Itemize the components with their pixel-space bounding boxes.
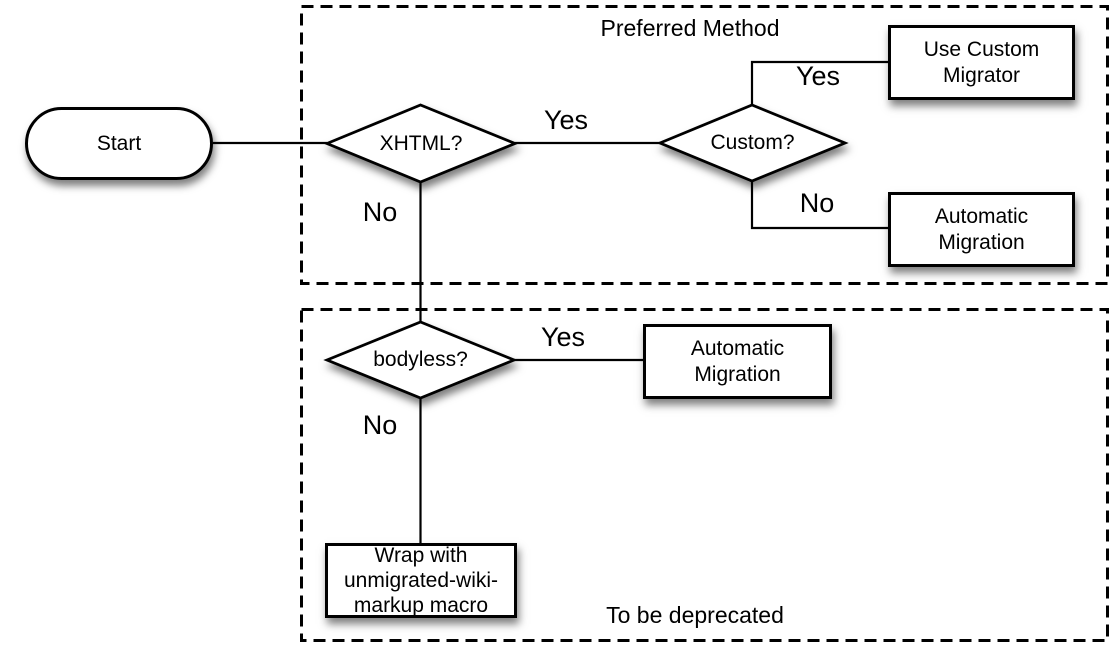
edge-custom-yes-to-use-custom-migrator [750,60,888,105]
wrap-macro-node: Wrap with unmigrated-wiki- markup macro [325,543,517,618]
custom-no-label: No [799,188,835,218]
xhtml-no-label: No [362,197,398,227]
use-custom-migrator-node: Use Custom Migrator [888,25,1075,100]
edge-custom-no-to-automatic-migration [750,181,888,230]
custom-yes-label: Yes [795,61,841,91]
bodyless-yes-label: Yes [540,322,586,352]
to-be-deprecated-container [300,308,1109,642]
preferred-method-label: Preferred Method [600,15,780,41]
custom-decision-shape [656,103,849,183]
xhtml-yes-label: Yes [543,105,589,135]
automatic-migration-mid-node: Automatic Migration [643,324,832,399]
automatic-migration-top-node: Automatic Migration [888,192,1075,267]
bodyless-no-label: No [362,410,398,440]
preferred-method-container [300,5,1109,285]
xhtml-decision-shape [323,103,519,184]
bodyless-decision-shape [323,320,518,400]
start-node: Start [25,107,213,180]
to-be-deprecated-label: To be deprecated [606,602,784,628]
